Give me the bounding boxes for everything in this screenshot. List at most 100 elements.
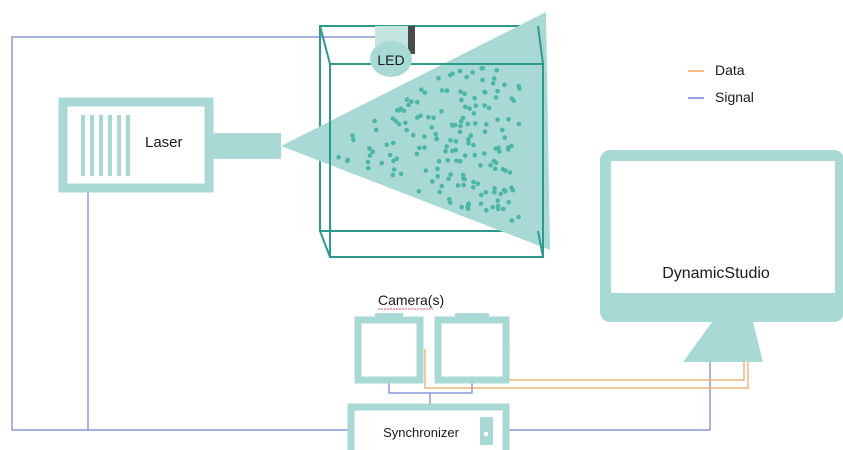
particle-dot xyxy=(418,113,423,119)
laser-body xyxy=(58,97,214,193)
particle-dot xyxy=(453,139,459,144)
particle-dot xyxy=(446,176,451,182)
particle-dot xyxy=(370,149,376,154)
particle-dot xyxy=(502,135,508,140)
particle-dot xyxy=(466,137,471,142)
particle-dot xyxy=(396,121,402,127)
particle-dot xyxy=(379,160,385,166)
particle-dot xyxy=(390,172,396,178)
particle-dot xyxy=(422,145,427,150)
led-unit: LED xyxy=(370,26,415,77)
particle-dot xyxy=(434,136,440,141)
particle-dot xyxy=(417,145,422,151)
particle-dot xyxy=(471,111,477,116)
particle-dot xyxy=(471,142,476,148)
legend-signal-label: Signal xyxy=(715,89,754,105)
particle-dot xyxy=(478,192,484,198)
particle-dot xyxy=(490,81,496,86)
particle-dot xyxy=(492,190,497,195)
particle-dot xyxy=(462,153,468,158)
particle-dot xyxy=(502,82,507,88)
particle-dot xyxy=(422,134,427,139)
particle-dot xyxy=(406,102,411,108)
particle-dot xyxy=(482,89,487,95)
monitor-stand xyxy=(683,318,763,362)
particle-dot xyxy=(414,151,420,157)
particle-dot xyxy=(384,142,390,148)
signal-wires xyxy=(11,36,711,431)
particle-dot xyxy=(449,122,455,128)
particle-dot xyxy=(458,89,463,94)
particle-dot xyxy=(393,118,399,124)
particle-dot xyxy=(484,207,489,213)
camera-icon xyxy=(434,313,510,384)
data-wire-camera-1 xyxy=(424,349,749,389)
signal-wire-pc xyxy=(509,362,711,431)
particle-dot xyxy=(401,108,407,114)
particle-dot xyxy=(459,97,464,103)
particle-dot xyxy=(506,199,512,205)
particle-dot xyxy=(460,172,466,178)
particle-dot xyxy=(511,98,517,104)
particle-dot xyxy=(501,206,506,212)
particle-dot xyxy=(473,121,478,126)
particle-dot xyxy=(459,204,464,210)
particle-dot xyxy=(465,121,471,127)
synchronizer-port-icon xyxy=(480,417,493,445)
particle-dot xyxy=(498,191,504,197)
particle-dot xyxy=(398,171,404,177)
particle-dot xyxy=(404,127,410,133)
light-sheet xyxy=(281,12,550,250)
laser-vent-icon xyxy=(81,115,130,176)
particle-dot xyxy=(488,162,493,168)
particle-dot xyxy=(431,115,436,120)
particle-dot xyxy=(495,88,500,94)
particle-dot xyxy=(468,133,474,138)
particle-dot xyxy=(426,114,431,120)
particle-dot xyxy=(436,159,442,164)
laser-label: Laser xyxy=(145,134,183,151)
particle-dot xyxy=(495,198,501,203)
particle-dot xyxy=(409,99,414,104)
particle-dot xyxy=(453,147,459,153)
software-label: DynamicStudio xyxy=(662,265,770,282)
particle-dot xyxy=(391,167,397,172)
particle-dot xyxy=(471,179,476,185)
particle-dot xyxy=(516,214,521,220)
particle-dot xyxy=(461,182,466,188)
measurement-volume-front xyxy=(329,25,544,258)
particle-dot xyxy=(423,168,429,173)
particle-dot xyxy=(516,83,521,89)
particle-dot xyxy=(437,189,443,195)
particle-dot xyxy=(367,153,373,158)
led-housing-shade xyxy=(408,26,415,54)
particle-dot xyxy=(500,166,506,172)
particle-dot xyxy=(345,158,350,164)
particle-dot xyxy=(439,88,445,93)
particle-dot xyxy=(455,183,461,188)
particle-dot xyxy=(457,68,463,74)
particle-dot xyxy=(470,70,476,75)
particle-dot xyxy=(490,204,496,210)
particle-dot xyxy=(416,189,422,194)
particle-dot xyxy=(463,104,468,110)
particle-dot xyxy=(478,163,483,168)
particle-dot xyxy=(366,165,371,171)
particle-dot xyxy=(486,105,492,111)
synchronizer-label: Synchronizer xyxy=(383,425,460,440)
particle-dot xyxy=(491,76,497,81)
particle-dot xyxy=(516,121,522,127)
laser-unit: Laser xyxy=(58,97,281,193)
particle-dot xyxy=(458,123,463,129)
laser-nozzle xyxy=(208,133,281,159)
particle-dot xyxy=(433,131,439,137)
particle-dot xyxy=(430,179,435,184)
particle-dot xyxy=(466,140,471,146)
particle-dot xyxy=(471,185,476,190)
particle-dot xyxy=(462,91,467,97)
particle-dot xyxy=(422,90,428,96)
particle-dot xyxy=(464,74,470,80)
particle-dot xyxy=(391,158,396,164)
particle-dot xyxy=(444,88,450,93)
particle-dot xyxy=(350,133,355,138)
